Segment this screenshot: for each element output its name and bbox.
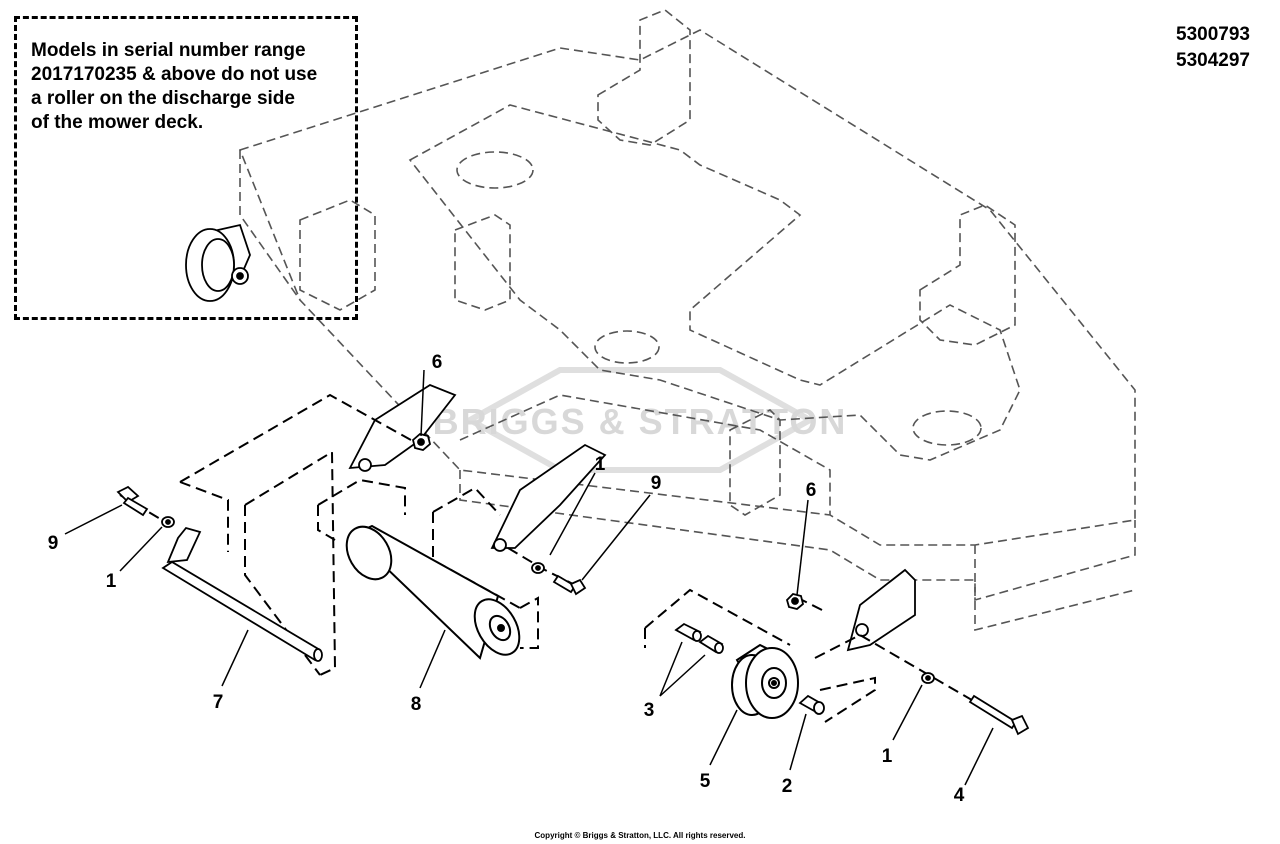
note-line: Models in serial number range <box>31 40 306 61</box>
bolt-9-left <box>116 485 149 517</box>
nut-6-right <box>785 593 805 610</box>
note-line: 2017170235 & above do not use <box>31 64 318 85</box>
washer-1-right <box>921 672 935 684</box>
washer-1-left <box>161 516 175 528</box>
callout-1-right: 1 <box>882 746 893 767</box>
callout-6-right: 6 <box>806 480 817 501</box>
spacers-3 <box>674 622 724 654</box>
nut-6-left <box>411 433 432 451</box>
callout-labels: 6 1 9 6 9 1 7 8 3 5 2 1 4 <box>48 352 965 806</box>
roller-8 <box>345 524 521 660</box>
model-numbers: 5300793 5304297 <box>1176 22 1250 74</box>
callout-8: 8 <box>411 694 422 715</box>
bolt-4 <box>968 694 1030 736</box>
watermark-text: BRIGGS & STRATTON <box>433 401 848 442</box>
serial-number-note-box: Models in serial number range 2017170235… <box>14 16 358 320</box>
callout-2: 2 <box>782 776 793 797</box>
note-line: of the mower deck. <box>31 112 204 133</box>
bushing-2 <box>798 694 825 715</box>
leader-lines <box>64 369 994 786</box>
callout-5: 5 <box>700 771 711 792</box>
mower-deck <box>238 9 1136 632</box>
serial-number-note: Models in serial number range 2017170235… <box>31 39 361 135</box>
roller-brackets <box>348 383 916 652</box>
copyright-notice: Copyright © Briggs & Stratton, LLC. All … <box>534 831 746 840</box>
wheel-5 <box>731 643 799 719</box>
roller-axle-7 <box>161 526 323 662</box>
exploded-view-lines <box>119 393 1021 729</box>
callout-1-left: 1 <box>106 571 117 592</box>
callout-4: 4 <box>954 785 965 806</box>
note-line: a roller on the discharge side <box>31 88 295 109</box>
callout-1-middle: 1 <box>595 454 606 475</box>
callout-9-middle: 9 <box>651 473 662 494</box>
callout-6-left: 6 <box>432 352 443 373</box>
model-number: 5304297 <box>1176 50 1250 71</box>
bolt-9-middle <box>552 574 587 596</box>
callout-3: 3 <box>644 700 655 721</box>
callout-7: 7 <box>213 692 224 713</box>
note-roller-wheel <box>185 223 251 302</box>
model-number: 5300793 <box>1176 24 1250 45</box>
callout-9-left: 9 <box>48 533 59 554</box>
washer-1-middle <box>531 562 545 574</box>
